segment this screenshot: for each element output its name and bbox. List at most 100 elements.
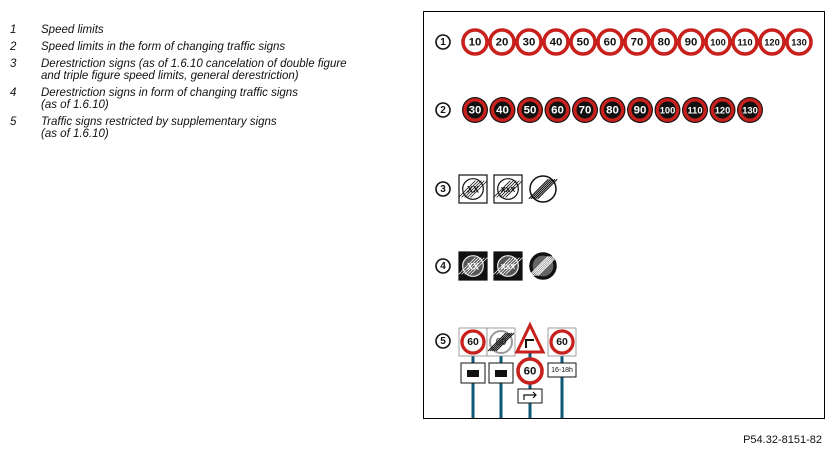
variable-speed-sign: 80: [599, 97, 626, 123]
sign-stripe: [467, 257, 485, 275]
speed-limit-sign: 70: [623, 28, 651, 56]
sign-stripe: [493, 180, 511, 198]
derestriction-sign: XXX: [493, 174, 523, 204]
legend-number: 2: [10, 41, 17, 53]
row-marker-3: 3: [435, 181, 451, 197]
truck-icon: [467, 370, 479, 377]
sign-ring: [655, 98, 680, 122]
speed-limit-sign-60: 60: [460, 329, 486, 355]
sign-ring: [628, 98, 652, 122]
speed-limit-sign: 100: [704, 28, 732, 56]
sign-ring: [623, 28, 651, 56]
row-marker-label: 4: [440, 261, 446, 272]
variable-speed-sign: 120: [709, 97, 736, 123]
sign-speed-label: 80: [658, 37, 671, 49]
sign-stripe: [493, 257, 511, 275]
sign-ring: [545, 98, 570, 122]
sign-speed-label: 40: [496, 105, 509, 117]
sign-ring: [600, 98, 625, 122]
sign-stripe: [502, 257, 520, 275]
row-marker-5: 5: [435, 333, 451, 349]
sign-speed-label: 120: [764, 38, 780, 48]
speed-limit-sign: 80: [650, 28, 678, 56]
legend-text: Derestriction signs in form of changing …: [41, 87, 298, 111]
sign-speed-label: 70: [631, 37, 644, 49]
legend-number: 1: [10, 24, 17, 36]
sign-ring: [569, 28, 597, 56]
sign-ring: [542, 28, 570, 56]
row-marker-circle: [435, 102, 451, 118]
sign-stripe: [495, 332, 515, 352]
row-marker-2: 2: [435, 102, 451, 118]
row-marker-1: 1: [435, 34, 451, 50]
sign-stripe: [535, 255, 556, 277]
sign-ring: [758, 28, 786, 56]
sign-ring: [515, 28, 543, 56]
sign-stripe: [487, 332, 507, 352]
figure-reference-code: P54.32-8151-82: [743, 434, 822, 446]
sign-ring: [488, 28, 516, 56]
row-marker-label: 5: [440, 336, 446, 347]
sign-stripe: [530, 178, 551, 200]
sign-speed-label: 60: [604, 37, 617, 49]
sign-speed-label: 90: [634, 105, 647, 117]
sign-stripe: [496, 257, 514, 275]
sign-speed-label: 60: [495, 337, 507, 348]
sign-ring: [463, 98, 487, 122]
sign-stripe: [505, 257, 523, 275]
sign-ring: [731, 28, 759, 56]
sign-stripe: [464, 180, 482, 198]
general-derestriction-sign: [528, 175, 558, 203]
speed-limit-sign: 30: [515, 28, 543, 56]
speed-limit-sign: 20: [488, 28, 516, 56]
sign-stripe: [464, 257, 482, 275]
sign-speed-label: 10: [469, 37, 482, 49]
variable-speed-sign: 110: [682, 97, 708, 123]
sign-ring: [710, 98, 735, 122]
sign-stripe: [532, 178, 554, 200]
legend-text: Traffic signs restricted by supplementar…: [41, 116, 277, 140]
sign-speed-label: 60: [524, 366, 537, 378]
sign-stripe: [458, 257, 476, 275]
variable-speed-sign: 70: [572, 97, 598, 123]
sign-stripe: [528, 255, 549, 277]
row-marker-circle: [435, 181, 451, 197]
sign-ring: [650, 28, 678, 56]
general-derestriction-sign: [528, 252, 558, 280]
end-of-speed-limit-sign: 60: [486, 327, 516, 357]
sign-stripe: [499, 180, 517, 198]
sign-stripe: [502, 180, 520, 198]
sign-stripe: [535, 178, 556, 200]
sign-speed-label: 40: [550, 37, 563, 49]
sign-stripe: [537, 178, 558, 200]
row-marker-4: 4: [435, 258, 451, 274]
sign-stripe: [461, 180, 479, 198]
sign-stripe: [489, 332, 509, 352]
sign-stripe: [496, 180, 514, 198]
sign-stripe: [491, 332, 511, 352]
sign-speed-label: 30: [523, 37, 536, 49]
variable-speed-sign: 40: [489, 97, 516, 123]
sign-speed-label: 90: [685, 37, 698, 49]
sign-stripe: [499, 257, 517, 275]
sign-ring: [683, 98, 707, 122]
sign-stripe: [493, 332, 513, 352]
sign-stripe: [458, 180, 476, 198]
sign-speed-label: 110: [737, 38, 752, 48]
sign-speed-label: 30: [469, 105, 482, 117]
speed-limit-sign: 110: [731, 28, 759, 56]
sign-stripe: [532, 255, 554, 277]
sign-ring: [549, 329, 575, 355]
sign-speed-label: 60: [551, 105, 564, 117]
speed-limit-sign: 50: [569, 28, 597, 56]
sign-ring: [677, 28, 705, 56]
sign-ring: [518, 98, 542, 122]
variable-speed-sign: 90: [627, 97, 653, 123]
speed-limit-sign: 130: [785, 28, 813, 56]
sign-ring: [596, 28, 624, 56]
sign-speed-label: 110: [687, 106, 702, 116]
